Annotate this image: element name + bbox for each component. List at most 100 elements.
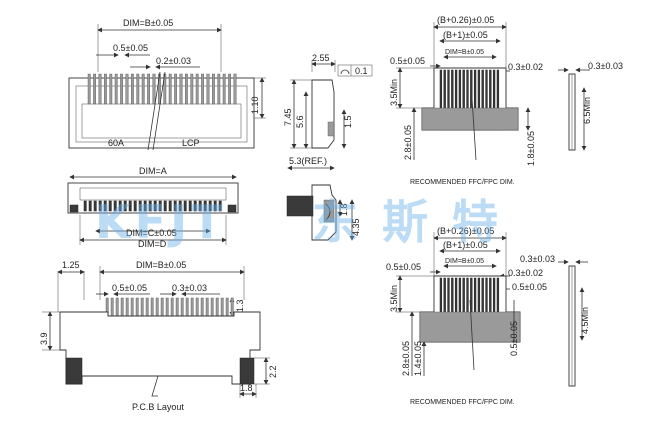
pcb-layout: 1.25 DIM=B±0.05 0.5±0.05 0.3±0.03 1.3 3.… bbox=[39, 260, 278, 412]
ffc2-dim-b: DIM=B±0.05 bbox=[445, 258, 484, 265]
front-pin bbox=[138, 200, 142, 212]
front-pin bbox=[213, 200, 217, 212]
ffc1-caption: RECOMMENDED FFC/FPC DIM. bbox=[410, 179, 515, 186]
pcb-pad bbox=[175, 297, 179, 317]
ffc2-pitch-right: 0.5±0.05 bbox=[512, 282, 547, 292]
front-pin bbox=[208, 200, 212, 212]
pcb-pad bbox=[155, 297, 159, 317]
side-height-body: 5.6 bbox=[295, 115, 305, 128]
front-pin bbox=[123, 200, 127, 212]
top-pitch: 0.5±0.05 bbox=[113, 43, 148, 53]
contact-pin bbox=[103, 73, 107, 105]
pcb-pad bbox=[135, 297, 139, 317]
front-view: DIM=A DIM=C±0.05 DIM=D bbox=[67, 166, 239, 249]
watermark-logo-cjk: 东 斯 特 bbox=[312, 195, 502, 249]
ffc-dim-2: (B+0.26)±0.05 (B+1)±0.05 DIM=B±0.05 0.5±… bbox=[386, 226, 590, 406]
contact-pin bbox=[136, 73, 140, 105]
contact-pin bbox=[147, 73, 150, 105]
pcb-height-left: 3.9 bbox=[39, 332, 49, 345]
pcb-pitch: 0.5±0.05 bbox=[112, 283, 147, 293]
label-lcp: LCP bbox=[182, 138, 200, 148]
pcb-pad bbox=[205, 297, 209, 317]
ffc-dim-1: (B+0.26)±0.05 (B+1)±0.05 DIM=B±0.05 0.5±… bbox=[389, 15, 623, 186]
pcb-pad bbox=[200, 297, 204, 317]
front-pin bbox=[93, 200, 97, 212]
contact-pin bbox=[114, 73, 118, 105]
front-pin bbox=[108, 200, 112, 212]
front-pin bbox=[98, 200, 102, 212]
contact-pin bbox=[141, 73, 145, 105]
label-60a: 60A bbox=[108, 138, 124, 148]
pcb-pad-len: 1.3 bbox=[235, 299, 245, 312]
front-pin bbox=[103, 200, 107, 212]
ffc2-thickness: 0.3±0.03 bbox=[520, 254, 555, 264]
front-pin bbox=[163, 200, 167, 212]
contact-pin bbox=[190, 73, 194, 105]
pcb-pad bbox=[140, 297, 144, 317]
side-view: 2.55 0.1 7.45 5.6 1.5 5.3(REF.) 1.8 4.35 bbox=[283, 53, 373, 241]
front-pin bbox=[188, 200, 192, 212]
contact-pin bbox=[87, 73, 91, 105]
ffc1-side-len: 1.8±0.05 bbox=[526, 131, 536, 166]
ffc2-stiff-len: 2.8±0.05 bbox=[401, 341, 411, 376]
front-pin bbox=[218, 200, 222, 212]
pcb-pad bbox=[180, 297, 184, 317]
contact-pin bbox=[125, 73, 129, 105]
front-pin bbox=[128, 200, 132, 212]
pcb-pad bbox=[220, 297, 224, 317]
ffc2-b-plus-1: (B+1)±0.05 bbox=[443, 240, 488, 250]
contact-pin bbox=[98, 73, 102, 105]
pcb-caption: P.C.B Layout bbox=[132, 402, 184, 412]
front-pin bbox=[193, 200, 197, 212]
contact-pin bbox=[152, 73, 156, 105]
ffc2-conductor: 0.3±0.02 bbox=[508, 268, 543, 278]
ffc2-right-min: 4.5Min bbox=[580, 307, 590, 334]
front-pin bbox=[203, 200, 207, 212]
front-dim-d: DIM=D bbox=[138, 239, 167, 249]
pcb-height-right: 2.2 bbox=[268, 365, 278, 378]
ffc2-min-len: 3.5Min bbox=[389, 285, 399, 312]
pcb-pad bbox=[185, 297, 189, 317]
ffc1-pitch: 0.5±0.05 bbox=[390, 56, 425, 66]
ffc2-mid-len: 1.4±0.05 bbox=[413, 341, 423, 376]
ffc1-right-min: 6.5Min bbox=[582, 97, 592, 124]
front-pin bbox=[198, 200, 202, 212]
ffc2-caption: RECOMMENDED FFC/FPC DIM. bbox=[410, 399, 515, 406]
ffc1-thickness: 0.3±0.03 bbox=[588, 61, 623, 71]
pcb-pad bbox=[210, 297, 214, 317]
contact-pin bbox=[201, 73, 204, 105]
side-latch-h2: 4.35 bbox=[351, 218, 361, 236]
pcb-pad bbox=[215, 297, 219, 317]
side-height-latch: 1.5 bbox=[343, 115, 353, 128]
pcb-dim-b: DIM=B±0.05 bbox=[136, 260, 186, 270]
ffc2-pitch-left: 0.5±0.05 bbox=[386, 262, 421, 272]
top-contact-width: 0.2±0.03 bbox=[156, 56, 191, 66]
contact-pin bbox=[211, 73, 215, 105]
pcb-pad bbox=[110, 297, 114, 317]
pcb-pad bbox=[230, 297, 234, 317]
contact-pin bbox=[228, 73, 231, 105]
ffc2-overall: (B+0.26)±0.05 bbox=[437, 226, 494, 236]
pcb-bottom-width: 1.8 bbox=[240, 383, 253, 393]
pcb-pad bbox=[225, 297, 229, 317]
contact-pin bbox=[130, 73, 134, 105]
front-pin bbox=[158, 200, 162, 212]
front-pin bbox=[153, 200, 157, 212]
front-pin bbox=[168, 200, 172, 212]
watermark-logo: KFJT bbox=[95, 195, 227, 249]
front-pin bbox=[148, 200, 152, 212]
front-pin bbox=[183, 200, 187, 212]
pcb-pad bbox=[170, 297, 174, 317]
pcb-pad bbox=[160, 297, 164, 317]
contact-pin bbox=[184, 73, 188, 105]
side-width: 2.55 bbox=[312, 53, 330, 63]
front-dim-a: DIM=A bbox=[139, 166, 167, 176]
front-pin bbox=[118, 200, 122, 212]
ffc1-stiff-len: 2.8±0.05 bbox=[403, 125, 413, 160]
front-pin bbox=[83, 200, 87, 212]
contact-pin bbox=[120, 73, 124, 105]
ffc1-dim-b: DIM=B±0.05 bbox=[445, 49, 484, 56]
contact-pin bbox=[206, 73, 210, 105]
pcb-pad bbox=[145, 297, 149, 317]
